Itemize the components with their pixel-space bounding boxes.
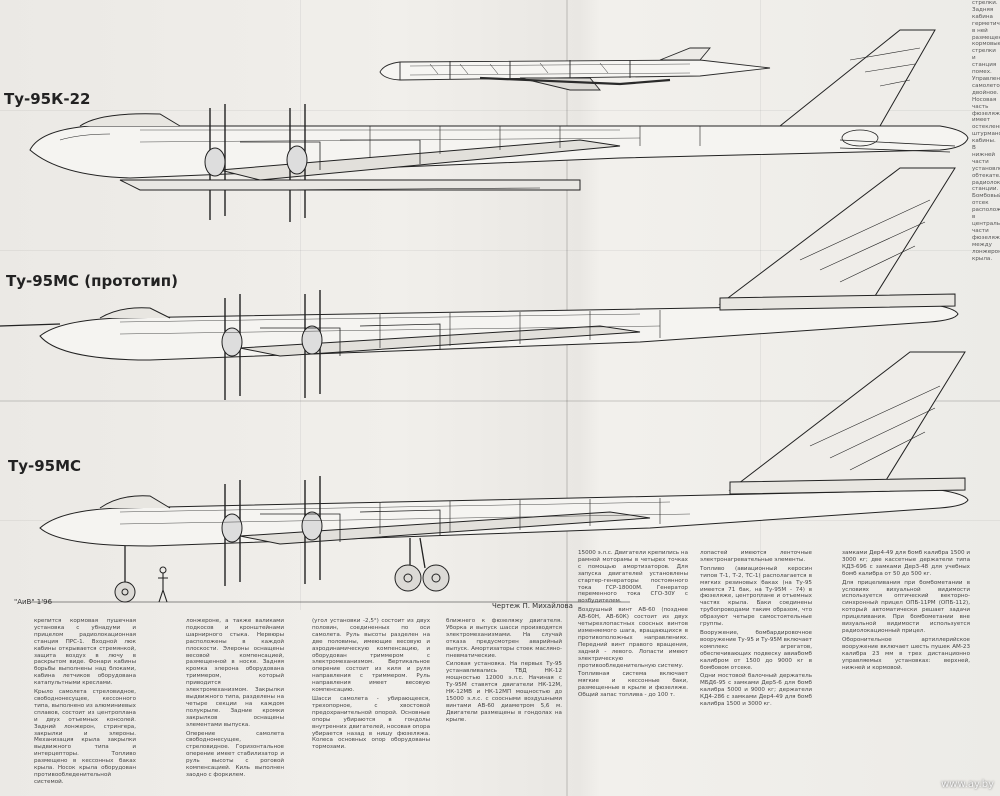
aircraft-label-tu95ms-prototype: Ту-95МС (прототип) xyxy=(6,272,178,290)
paragraph: Вооружение, бомбардировочное вооружение … xyxy=(700,629,812,671)
paragraph: крепится кормовая пушечная установка с у… xyxy=(34,618,136,687)
watermark: www.ay.by xyxy=(941,779,994,790)
article-column-5: 15000 э.л.с. Двигатели крепились на рамн… xyxy=(578,550,688,796)
article-column-2: лонжероне, а также валиками подкосов и к… xyxy=(186,618,284,796)
article-column-6: лопастей имеются ленточные электронагрев… xyxy=(700,550,812,796)
aircraft-label-tu95ms: Ту-95МС xyxy=(8,457,82,475)
artist-signature: "АиВ" 1'96 xyxy=(14,598,53,606)
grid-line xyxy=(0,110,1000,111)
paragraph: Шасси самолета - убирающееся, трехопорно… xyxy=(312,695,430,751)
grid-line xyxy=(0,250,1000,251)
tu95ms-side-view xyxy=(30,351,969,603)
tu95ms-prototype-side-view xyxy=(0,167,959,400)
paragraph: (угол установки -2,5°) состоит из двух п… xyxy=(312,618,430,694)
side-text-column: стрелки. Задняя кабина герметичная, в не… xyxy=(972,0,1000,262)
paragraph: лопастей имеются ленточные электронагрев… xyxy=(700,550,812,563)
paragraph: Силовая установка. На первых Ту-95 устан… xyxy=(446,661,562,723)
paragraph: Одни мостовой балочный держатель МБД6-95… xyxy=(700,673,812,708)
aircraft-label-tu95k22: Ту-95К-22 xyxy=(4,90,91,108)
article-column-4: ближнего к фюзеляжу двигателя. Уборка и … xyxy=(446,618,562,796)
paragraph: Для прицеливания при бомбометании в усло… xyxy=(842,579,970,634)
article-column-1: крепится кормовая пушечная установка с у… xyxy=(34,618,136,796)
paragraph: 15000 э.л.с. Двигатели крепились на рамн… xyxy=(578,550,688,605)
missile-cutaway-drawing xyxy=(379,47,771,91)
paragraph: ближнего к фюзеляжу двигателя. Уборка и … xyxy=(446,618,562,659)
paragraph: лонжероне, а также валиками подкосов и к… xyxy=(186,618,284,728)
paragraph: Топливная система включает мягкие и кесс… xyxy=(578,671,688,699)
paragraph: замками Дер4-49 для бомб калибра 1500 и … xyxy=(842,550,970,577)
drawing-credit: Чертеж П. Михайлова xyxy=(492,602,573,610)
paragraph: Оперение самолета свободнонесущее, стрел… xyxy=(186,730,284,778)
page-fold-horizontal xyxy=(0,400,1000,402)
paragraph: Оборонительное артиллерийское вооружение… xyxy=(842,636,970,671)
tu95k22-side-view xyxy=(29,29,969,222)
paragraph: Крыло самолета стреловидное, свободнонес… xyxy=(34,689,136,785)
article-column-7: замками Дер4-49 для бомб калибра 1500 и … xyxy=(842,550,970,796)
paragraph: Воздушный винт АВ-60 (позднее АВ-60Н, АВ… xyxy=(578,607,688,669)
page-fold-vertical xyxy=(566,0,568,796)
grid-line xyxy=(300,0,301,610)
article-column-3: (угол установки -2,5°) состоит из двух п… xyxy=(312,618,430,796)
paragraph: Топливо (авиационный керосин типов Т-1, … xyxy=(700,565,812,628)
